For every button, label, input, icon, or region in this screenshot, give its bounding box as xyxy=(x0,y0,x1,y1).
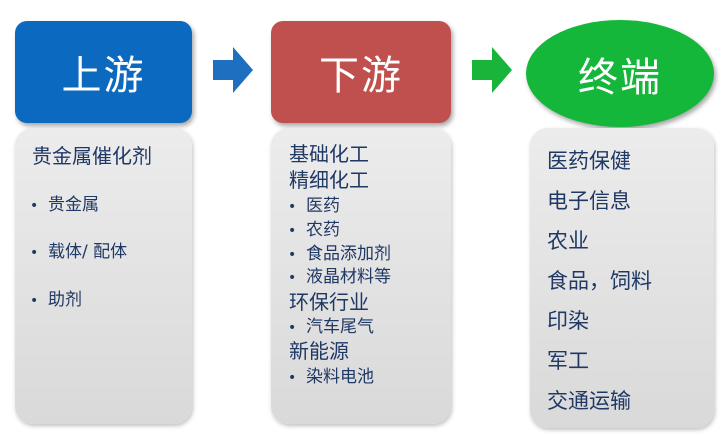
right-arrow-icon xyxy=(213,47,253,93)
upstream-panel xyxy=(15,128,192,424)
downstream-title: 下游 xyxy=(319,53,403,99)
list-item: • 食品添加剂 xyxy=(288,239,391,264)
bullet-icon: • xyxy=(288,199,297,215)
list-item-label: 贵金属 xyxy=(48,195,99,215)
list-item: • 染料电池 xyxy=(288,362,374,387)
terminal-item: 交通运输 xyxy=(547,389,631,413)
list-item-label: 液晶材料等 xyxy=(306,267,391,287)
terminal-item: 食品，饲料 xyxy=(547,269,652,293)
terminal-item: 农业 xyxy=(547,229,589,253)
bullet-icon: • xyxy=(288,320,297,336)
upstream-heading: 贵金属催化剂 xyxy=(32,144,152,168)
list-item: • 汽车尾气 xyxy=(288,312,374,337)
downstream-panel xyxy=(271,128,451,424)
downstream-section-heading: 环保行业 xyxy=(289,290,369,314)
downstream-section-heading: 基础化工 xyxy=(289,142,369,166)
terminal-item: 印染 xyxy=(547,309,589,333)
list-item: • 贵金属 xyxy=(30,190,99,215)
list-item: • 助剂 xyxy=(30,285,82,310)
terminal-item: 军工 xyxy=(547,349,589,373)
list-item-label: 汽车尾气 xyxy=(306,317,374,337)
list-item-label: 染料电池 xyxy=(306,367,374,387)
bullet-icon: • xyxy=(288,247,297,263)
bullet-icon: • xyxy=(288,223,297,239)
terminal-item: 医药保健 xyxy=(547,149,631,173)
list-item-label: 农药 xyxy=(306,220,340,240)
list-item: • 液晶材料等 xyxy=(288,262,391,287)
bullet-icon: • xyxy=(288,370,297,386)
arrow-2-shape xyxy=(472,47,512,93)
list-item: • 医药 xyxy=(288,191,340,216)
terminal-header: 终端 xyxy=(526,20,714,127)
downstream-section-heading: 新能源 xyxy=(289,339,349,363)
downstream-header: 下游 xyxy=(271,21,451,123)
terminal-item: 电子信息 xyxy=(547,189,631,213)
bullet-icon: • xyxy=(30,198,39,214)
downstream-section-heading: 精细化工 xyxy=(289,168,369,192)
bullet-icon: • xyxy=(30,245,39,261)
list-item: • 农药 xyxy=(288,215,340,240)
upstream-header: 上游 xyxy=(15,21,192,123)
bullet-icon: • xyxy=(30,293,39,309)
upstream-title: 上游 xyxy=(61,53,146,99)
list-item-label: 食品添加剂 xyxy=(306,244,391,264)
bullet-icon: • xyxy=(288,270,297,286)
terminal-title: 终端 xyxy=(578,54,662,101)
right-arrow-icon xyxy=(472,47,512,93)
list-item: • 载体/ 配体 xyxy=(30,237,127,262)
list-item-label: 医药 xyxy=(306,196,340,216)
arrow-1-shape xyxy=(213,47,253,93)
list-item-label: 助剂 xyxy=(48,290,82,310)
list-item-label: 载体/ 配体 xyxy=(48,242,128,262)
terminal-panel xyxy=(530,128,714,428)
